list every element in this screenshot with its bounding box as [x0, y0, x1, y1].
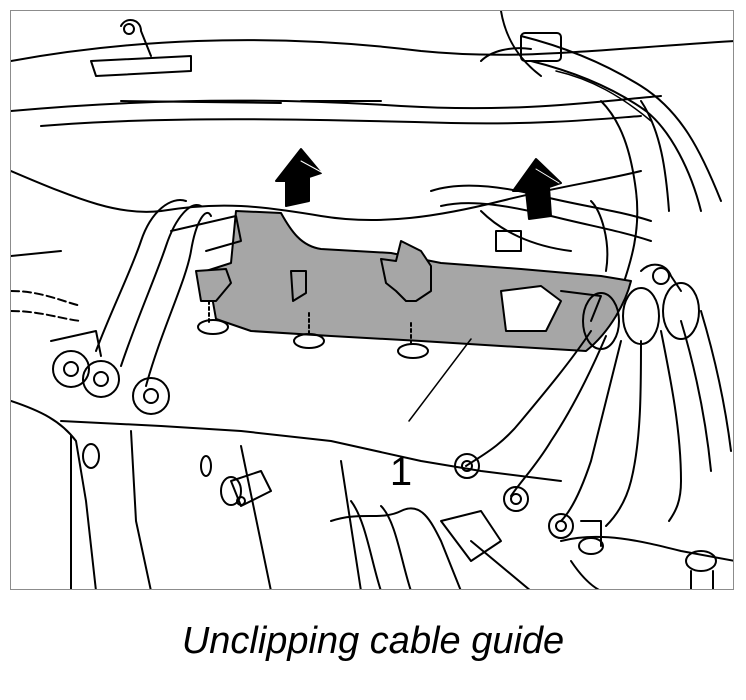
cable-guide-part: [195, 210, 632, 352]
ground-cables-left: [11, 199, 242, 415]
callout-number: 1: [390, 450, 412, 494]
mounting-holes: [197, 300, 429, 359]
lower-bracket: [11, 400, 733, 589]
ground-cables-right: [454, 263, 732, 539]
upper-body-panel: [11, 11, 733, 222]
up-arrow-icon: [512, 158, 562, 220]
technical-illustration: 1: [11, 11, 733, 589]
figure-caption: Unclipping cable guide: [181, 620, 565, 662]
callout-leader-line: [408, 338, 472, 422]
wiring-harness-upper: [430, 32, 722, 292]
up-arrow-icon: [275, 148, 324, 207]
illustration-frame: 1: [10, 10, 734, 590]
